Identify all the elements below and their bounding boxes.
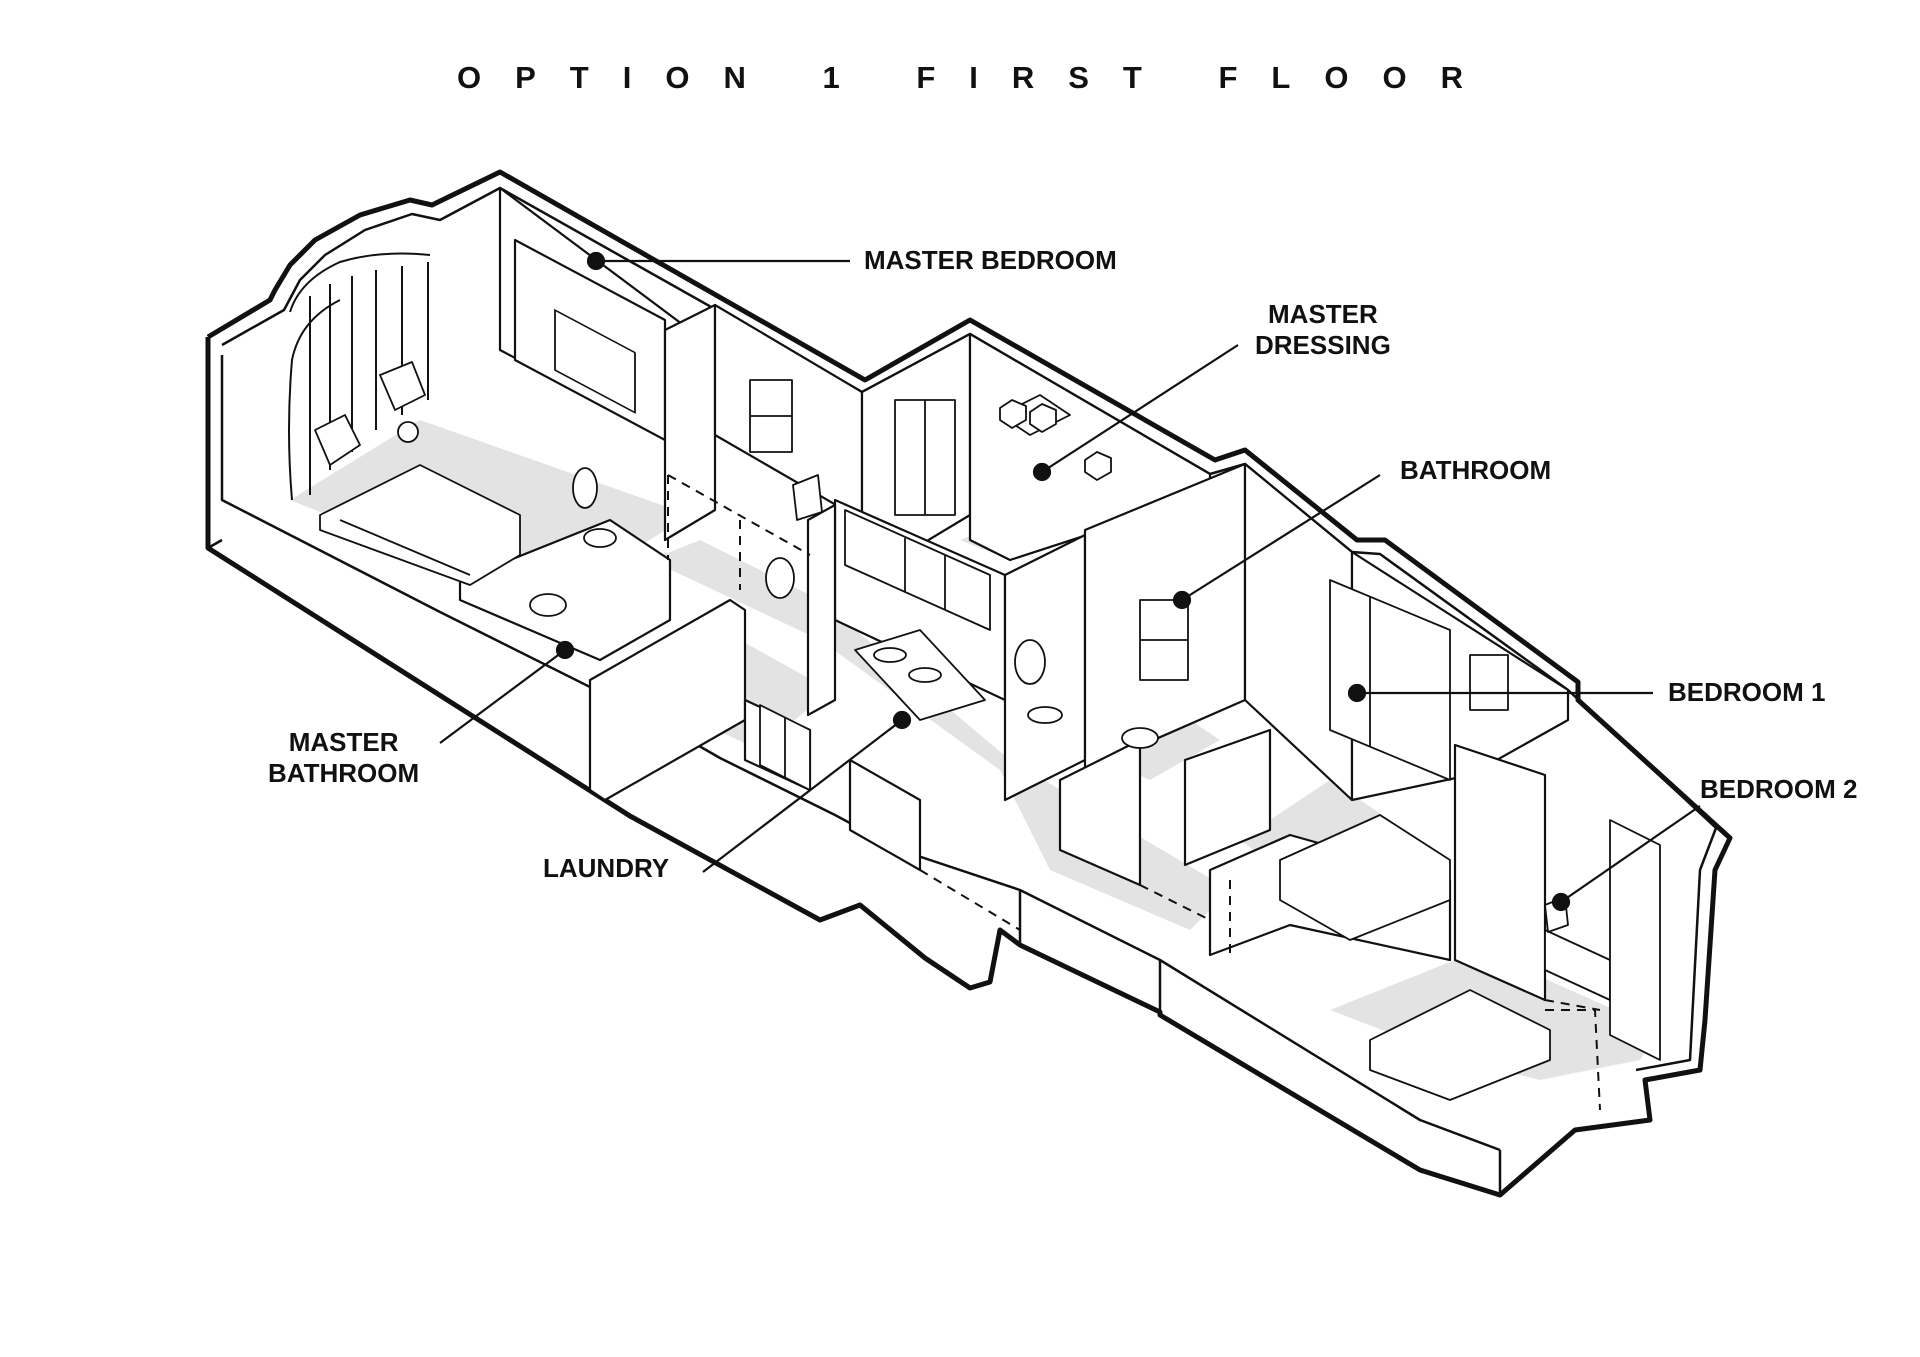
leader-dot-master-bedroom: [586, 251, 606, 271]
master-bed: [319, 464, 521, 586]
bedroom-1-window: [1469, 654, 1509, 711]
lounge-chair: [379, 361, 426, 411]
door-opening-line: [919, 869, 1021, 931]
page-title: OPTION 1 FIRST FLOOR: [457, 60, 1497, 95]
wall-master-bedroom-divider: [663, 303, 717, 542]
vanity-sink: [908, 667, 942, 683]
leader-line-laundry: [702, 719, 903, 873]
hex-shelf: [999, 399, 1027, 429]
wall-master-bathroom-front: [458, 518, 672, 662]
wall-corner-line: [207, 538, 223, 550]
master-bed-pillow-line: [339, 519, 471, 576]
leader-dot-bedroom-2: [1551, 892, 1571, 912]
bay-curve-bottom: [288, 299, 341, 501]
bathroom-toilet: [1121, 727, 1159, 749]
label-line: MASTER: [288, 727, 399, 757]
door-opening-line: [667, 474, 811, 556]
furniture: [314, 309, 1661, 1101]
wall-bedroom-2-wardrobe: [1453, 743, 1547, 1002]
label-line: DRESSING: [1255, 330, 1391, 360]
leader-dot-master-bathroom: [555, 640, 575, 660]
label-line: BATHROOM: [268, 758, 420, 788]
tv-screen: [554, 309, 636, 414]
label-master-dressing: MASTER DRESSING: [1255, 299, 1391, 361]
bedroom-2-bed: [1369, 989, 1551, 1101]
leader-dot-bathroom: [1172, 590, 1192, 610]
label-master-bathroom: MASTER BATHROOM: [268, 727, 419, 789]
wall-laundry-side: [806, 503, 837, 717]
leader-dot-master-dressing: [1032, 462, 1052, 482]
label-bedroom-2: BEDROOM 2: [1700, 774, 1858, 804]
label-bedroom-1: BEDROOM 1: [1668, 677, 1826, 707]
label-laundry: LAUNDRY: [543, 853, 670, 883]
lounge-chair: [314, 414, 361, 466]
label-master-bedroom: MASTER BEDROOM: [864, 245, 1117, 275]
door-openings: [667, 474, 1601, 1111]
hex-shelf: [1029, 403, 1057, 433]
curved-window-bay: [288, 252, 431, 501]
corridor-stool: [765, 557, 795, 599]
hex-shelf: [1084, 451, 1112, 481]
mirror-frame: [792, 474, 823, 521]
master-toilet: [529, 593, 567, 617]
bay-curve-top: [289, 252, 431, 313]
label-bathroom: BATHROOM: [1400, 455, 1552, 485]
bathroom-mirror: [1014, 639, 1046, 685]
upper-cabinet: [844, 509, 991, 631]
leader-line-bathroom: [1181, 474, 1381, 601]
bedroom-1-wardrobe: [1329, 579, 1451, 781]
master-basin: [583, 528, 617, 548]
leader-line-master-dressing: [1041, 344, 1239, 473]
bedroom-1-bed: [1279, 814, 1451, 941]
leader-line-master-bathroom: [439, 649, 566, 744]
bathroom-basin: [1027, 706, 1063, 724]
callouts: [439, 251, 1701, 912]
wall-laundry-door: [848, 758, 922, 872]
door-opening-line: [1545, 1009, 1601, 1111]
wall-bathroom-tv: [1183, 728, 1272, 867]
outer-wall-base: [220, 355, 1501, 1152]
leader-dot-laundry: [892, 710, 912, 730]
leader-dot-bedroom-1: [1347, 683, 1367, 703]
outer-wall-top-edge: [205, 169, 1733, 1198]
label-line: MASTER: [1268, 299, 1378, 329]
vanity-sink: [873, 647, 907, 663]
door-opening-line: [1139, 884, 1211, 921]
round-mirror: [572, 467, 598, 509]
side-table: [397, 421, 419, 443]
leader-line-bedroom-2: [1560, 805, 1701, 903]
bedroom-2-wardrobe-right: [1609, 819, 1661, 1061]
